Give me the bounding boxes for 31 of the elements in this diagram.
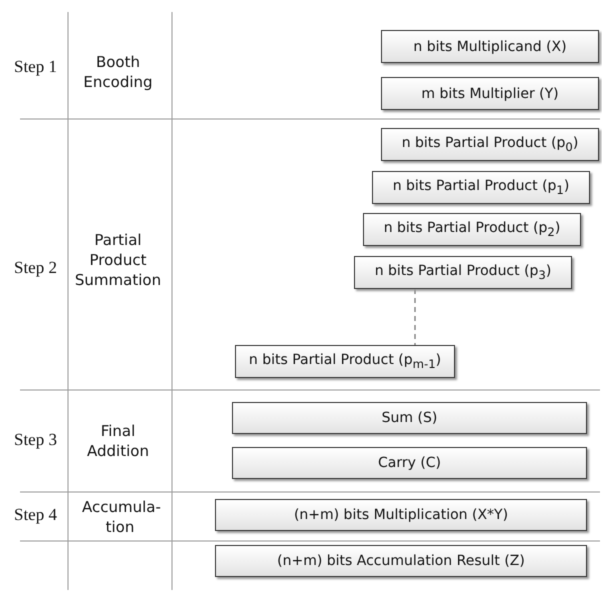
process-box bbox=[354, 256, 572, 289]
process-box bbox=[381, 30, 599, 63]
box-label: m bits Multiplier (Y) bbox=[421, 86, 559, 102]
process-box bbox=[381, 77, 599, 110]
process-box bbox=[215, 499, 587, 531]
process-box bbox=[381, 128, 599, 161]
process-box bbox=[232, 402, 587, 434]
box-label: Carry (C) bbox=[378, 455, 442, 471]
box-label: n bits Partial Product (p$_{1}$) bbox=[392, 178, 570, 197]
step-label: Step 2 bbox=[14, 258, 57, 278]
box-label: Sum (S) bbox=[382, 410, 438, 426]
step-label: Step 1 bbox=[14, 57, 57, 77]
box-label: n bits Multiplicand (X) bbox=[413, 38, 567, 54]
box-label: (n+m) bits Multiplication (X*Y) bbox=[294, 507, 508, 523]
stage-description: Booth Encoding bbox=[82, 52, 154, 92]
process-box bbox=[363, 213, 581, 246]
step-label: Step 3 bbox=[14, 430, 57, 450]
dashed-connector bbox=[414, 289, 416, 345]
box-label: n bits Partial Product (p$_{3}$) bbox=[374, 263, 552, 282]
box-label: (n+m) bits Accumulation Result (Z) bbox=[277, 553, 525, 569]
box-label: n bits Partial Product (p$_{0}$) bbox=[402, 135, 578, 154]
process-box bbox=[372, 171, 590, 204]
box-label: n bits Partial Product (p$_{2}$) bbox=[384, 220, 560, 239]
stage-description: Final Addition bbox=[86, 421, 150, 461]
box-label: n bits Partial Product (p$_{m-1}$) bbox=[248, 352, 442, 371]
step-label: Step 4 bbox=[14, 505, 57, 525]
stage-description: Accumula- tion bbox=[82, 497, 158, 537]
process-box bbox=[235, 345, 455, 378]
process-box bbox=[215, 545, 587, 577]
stage-description: Partial Product Summation bbox=[74, 230, 162, 290]
process-box bbox=[232, 447, 587, 479]
